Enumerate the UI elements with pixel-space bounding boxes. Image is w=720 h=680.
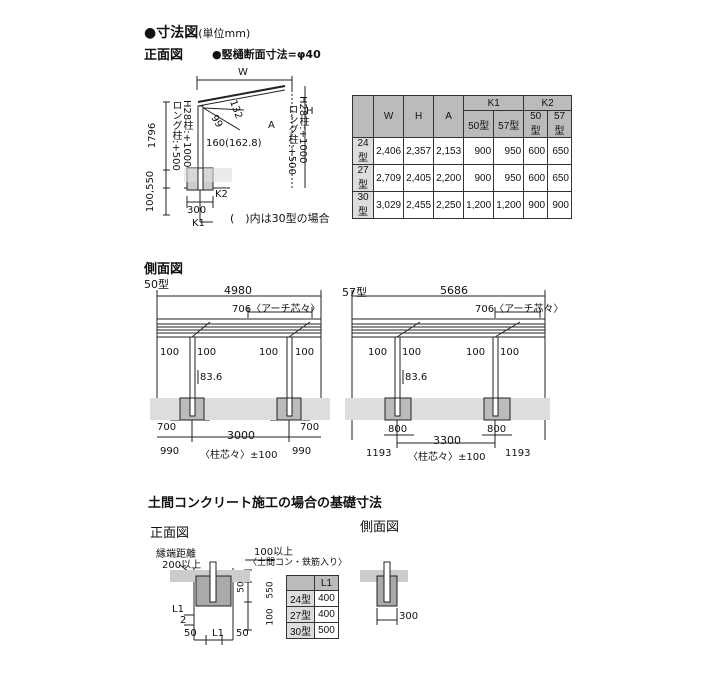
side-d300: 300	[399, 611, 419, 622]
side-50-label: 50型	[144, 278, 169, 291]
th-k1: K1	[463, 95, 525, 111]
side-50-o1: 990	[160, 446, 180, 457]
side-57-f2: 800	[487, 424, 507, 435]
th-k2-50: 50型	[523, 110, 549, 138]
front-view-label: 正面図	[144, 48, 184, 63]
d550: 550	[265, 581, 276, 599]
side-57-d: 100	[500, 347, 520, 358]
th-w: W	[373, 95, 405, 138]
side-57-label: 57型	[342, 286, 367, 299]
l1-half-2: 2	[180, 615, 187, 626]
foundation-front-label: 正面図	[150, 526, 190, 541]
side-57-arch: 706〈アーチ芯々〉	[475, 304, 564, 315]
side-50-o2: 990	[292, 446, 312, 457]
side-57-b: 100	[402, 347, 422, 358]
th-k2: K2	[523, 95, 572, 111]
d1796-label: 1796	[147, 122, 159, 149]
th-k2-57: 57型	[547, 110, 572, 138]
h-label: H	[306, 106, 314, 117]
side-view-title: 側面図	[144, 262, 184, 277]
d160-label: 160(162.8)	[206, 138, 262, 149]
ground-57	[345, 398, 550, 420]
side-50-f1: 700	[157, 422, 177, 433]
l1-half-1: L1	[172, 604, 184, 615]
th-k1-50: 50型	[463, 110, 495, 138]
l1-header: L1	[314, 575, 339, 591]
ground-50	[150, 398, 330, 420]
edge-distance-1: 縁端距離	[156, 549, 196, 560]
side-57-c: 100	[466, 347, 486, 358]
side-50-c: 100	[259, 347, 279, 358]
note-30: ( )内は30型の場合	[230, 212, 330, 225]
side-50-pitch: 3000	[227, 429, 255, 442]
unit-label: (単位mm)	[198, 27, 251, 40]
section-title: ●寸法図(単位mm)	[144, 22, 250, 42]
k2-label: K2	[215, 189, 228, 200]
side-50-f2: 700	[300, 422, 320, 433]
side-50-h: 83.6	[200, 372, 223, 383]
side-57-f1: 800	[388, 424, 408, 435]
table-row: 27型 2,709 2,405 2,200 900 950 600 650	[351, 164, 572, 192]
right-vert-1: ロング柱:+500	[286, 104, 297, 175]
right-vert-2: H28柱:+1000	[297, 96, 308, 164]
w-label: W	[238, 67, 248, 78]
side-57-h: 83.6	[405, 372, 428, 383]
foundation-title: 土間コンクリート施工の場合の基礎寸法	[148, 496, 383, 511]
side-57-pitch: 3300	[433, 434, 461, 447]
th-k1-57: 57型	[493, 110, 525, 138]
side-57-o2: 1193	[505, 448, 531, 459]
side-50-arch: 706〈アーチ芯々〉	[232, 304, 321, 315]
d100-550-label: 100,550	[145, 170, 157, 213]
edge-distance-2: 200以上	[162, 560, 202, 571]
side-50-d: 100	[295, 347, 315, 358]
th-h: H	[403, 95, 435, 138]
arm-line	[199, 105, 241, 131]
left-vert-2: H28柱:+1000	[181, 100, 192, 168]
side-57-total: 5686	[440, 284, 468, 297]
side-50-total: 4980	[224, 284, 252, 297]
over-2: 〈土間コン・鉄筋入り〉	[248, 558, 348, 568]
spec-table: W H A K1 K2 50型 57型 50型 57型 24型 2,406 2,…	[351, 95, 572, 219]
bL1: L1	[212, 628, 224, 639]
table-row: 30型 3,029 2,455 2,250 1,200 1,200 900 90…	[351, 191, 572, 219]
post-section-label: ●竪樋断面寸法=φ40	[212, 48, 321, 61]
foundation-side-label: 側面図	[360, 520, 400, 535]
side-57-pitch-note: 〈柱芯々〉±100	[408, 452, 486, 463]
k1-label: K1	[192, 218, 205, 229]
d300-label: 300	[187, 205, 207, 216]
over-1: 100以上	[254, 547, 294, 558]
side-50-pitch-note: 〈柱芯々〉±100	[200, 450, 278, 461]
side-57-a: 100	[368, 347, 388, 358]
b50a: 50	[184, 628, 197, 639]
side-50-b: 100	[197, 347, 217, 358]
d100: 100	[265, 608, 276, 626]
a-label: A	[268, 120, 275, 131]
table-row: 24型 2,406 2,357 2,153 900 950 600 650	[351, 137, 572, 165]
b50b: 50	[236, 628, 249, 639]
dimension-drawing-title: ●寸法図	[144, 25, 199, 41]
side-50-a: 100	[160, 347, 180, 358]
roof-line	[197, 85, 286, 103]
d50a: 50	[236, 581, 247, 593]
side-57-o1: 1193	[366, 448, 392, 459]
th-a: A	[433, 95, 465, 138]
left-vert-1: ロング柱:+500	[170, 100, 181, 171]
